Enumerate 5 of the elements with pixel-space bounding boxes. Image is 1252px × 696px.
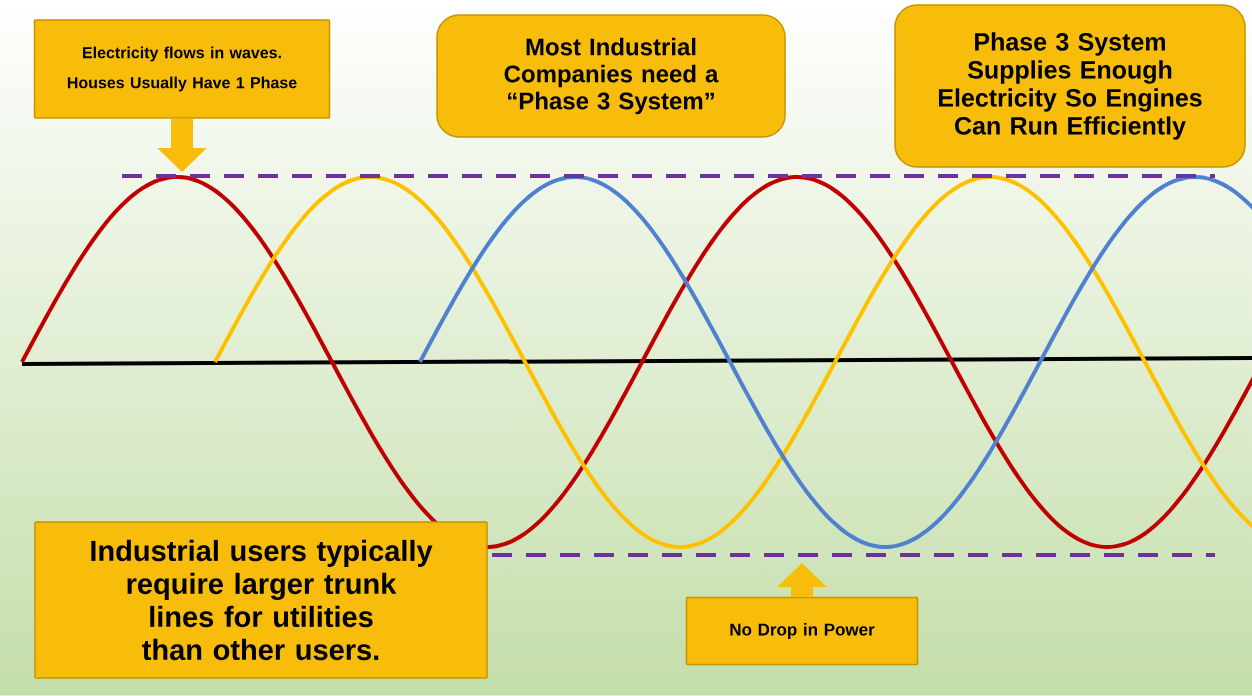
callout-box: Phase 3 System Supplies Enough Electricity So Engines Can Run Efficiently [894,4,1246,168]
callout-box: Electricity flows in waves. Houses Usually Have 1 Phase [33,19,331,119]
callout-box: Industrial users typically require larger trunk lines for utilities than other users. [34,521,488,679]
callout-box: No Drop in Power [685,596,919,666]
callout-box: Most Industrial Companies need a “Phase 3 System” [436,14,786,138]
